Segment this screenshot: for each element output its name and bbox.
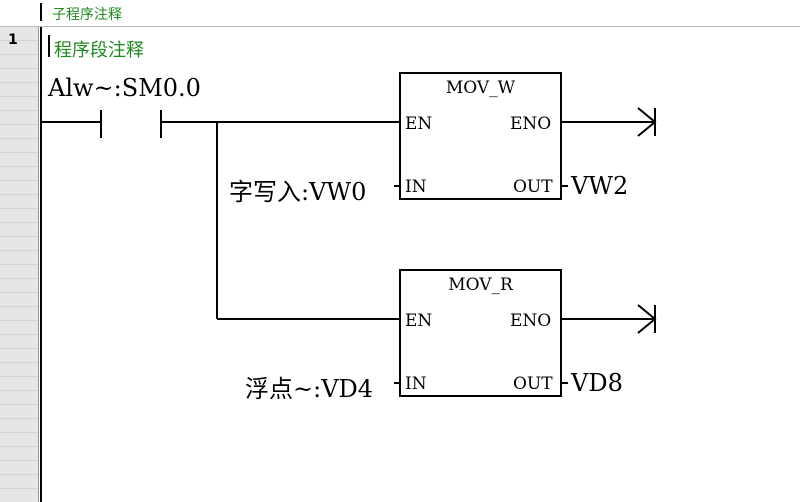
contact-label[interactable]: Alw~:SM0.0 [48,74,201,102]
subroutine-comment[interactable]: 子程序注释 [52,7,122,23]
block2-in-pin: IN [405,374,427,394]
block1-name[interactable]: MOV_W [445,78,516,98]
block2-eno-pin: ENO [510,311,552,331]
subroutine-comment-bar[interactable]: 子程序注释 [0,0,800,27]
network-number[interactable]: 1 [8,32,18,48]
network-gutter [0,27,39,502]
comment-marker [40,3,42,21]
block1-en-pin: EN [405,114,433,134]
block2-out-operand[interactable]: VD8 [571,369,623,397]
block2-name[interactable]: MOV_R [448,275,513,295]
block1-eno-pin: ENO [510,114,552,134]
block1-out-operand[interactable]: VW2 [571,172,629,200]
block2-box [399,269,562,397]
block2-in-operand[interactable]: 浮点~:VD4 [245,375,374,403]
segment-comment-marker [48,35,50,57]
block1-in-pin: IN [405,177,427,197]
block1-in-operand[interactable]: 字写入:VW0 [229,178,367,206]
power-rail [40,27,42,502]
block1-out-pin: OUT [513,177,553,197]
block1-box [399,72,562,200]
block2-out-pin: OUT [513,374,553,394]
network-comment[interactable]: 程序段注释 [54,40,144,61]
block2-en-pin: EN [405,311,433,331]
